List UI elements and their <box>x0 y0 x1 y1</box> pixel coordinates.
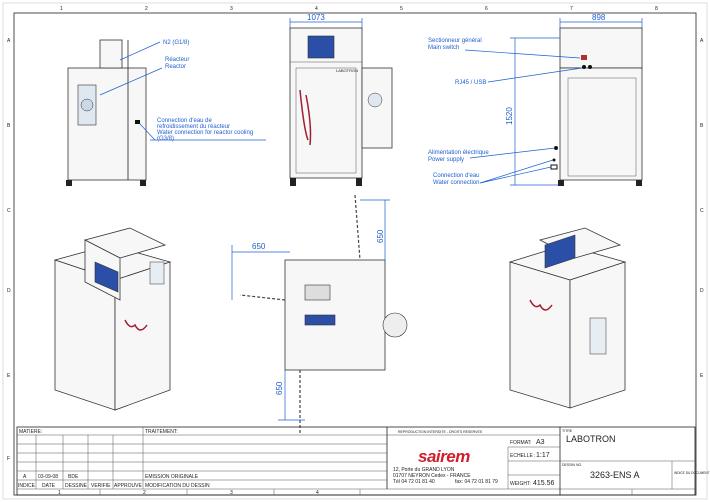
annotation-power-fr: Alimentation électrique <box>428 150 489 156</box>
annotation-n2: N2 (G1/8) <box>163 40 189 46</box>
annotation-water-en: Water connection <box>433 180 479 186</box>
side-view-right <box>464 18 643 186</box>
row-label: B <box>700 123 704 129</box>
annotation-power-en: Power supply <box>428 157 464 163</box>
traitement-label: TRAITEMENT: <box>145 429 178 435</box>
fax: fax: 04 72 01 81 79 <box>455 479 498 485</box>
dimension-top-y2: 650 <box>275 381 284 395</box>
row-label: E <box>7 373 11 379</box>
row-label: A <box>7 38 11 44</box>
row-label: D <box>7 288 11 294</box>
rev-emission: EMISSION ORIGINALE <box>145 474 199 480</box>
header-verifie: VERIFIE <box>91 483 111 489</box>
col-label: 3 <box>230 6 233 12</box>
isometric-view-right <box>508 227 627 409</box>
bottom-col: 3 <box>230 490 233 496</box>
drawing-number: 3263-ENS A <box>590 470 640 480</box>
dimension-front-width: 1073 <box>307 13 325 22</box>
row-label: B <box>7 123 11 129</box>
col-label: 7 <box>570 6 573 12</box>
weight-value: 415.56 <box>533 480 555 487</box>
dimension-top-x: 650 <box>252 242 266 251</box>
row-label: D <box>700 288 704 294</box>
format-value: A3 <box>536 439 545 446</box>
annotation-cooling-1: Connection d'eau de <box>157 118 213 124</box>
address-line-1: 12, Porte du GRAND LYON <box>393 467 455 473</box>
header-indice: INDICE <box>18 483 36 489</box>
reproduction-notice: REPRODUCTION INTERDITE - DROITS RESERVES <box>398 430 483 434</box>
side-view-left <box>66 39 266 186</box>
bottom-col: 1 <box>58 490 61 496</box>
scale-value: 1:17 <box>536 452 550 459</box>
col-label: 1 <box>60 6 63 12</box>
annotation-reactor-en: Reactor <box>165 64 186 70</box>
header-modification: MODIFICATION DU DESSIN <box>145 483 210 489</box>
matiere-label: MATIERE: <box>19 429 42 435</box>
isometric-view-left <box>53 227 172 411</box>
front-view <box>289 18 393 186</box>
col-label: 8 <box>655 6 658 12</box>
col-label: 5 <box>400 6 403 12</box>
annotation-rj45: RJ45 / USB <box>455 80 486 86</box>
sairem-logo: sairem <box>418 447 470 466</box>
annotation-water-fr: Connection d'eau <box>433 173 480 179</box>
col-label: 2 <box>145 6 148 12</box>
col-label: 6 <box>485 6 488 12</box>
phone: Tél 04 72 01 81 40 <box>393 479 435 485</box>
document-index-label: INDICE DU DOCUMENT <box>674 471 710 475</box>
header-approuve: APPROUVE <box>114 483 142 489</box>
annotation-cooling-2: refroidissement du réacteur <box>157 124 230 130</box>
rev-date: 03-09-08 <box>38 474 58 480</box>
row-label: C <box>7 208 11 214</box>
dimension-height: 1520 <box>505 107 514 125</box>
dimension-side-width: 898 <box>592 13 606 22</box>
machine-label: LABOTRON <box>336 68 358 73</box>
address-line-2: 01707 NEYRON Cedex - FRANCE <box>393 473 471 479</box>
dimension-top-y1: 650 <box>376 229 385 243</box>
header-dessine: DESSINE <box>65 483 88 489</box>
top-view <box>231 194 408 435</box>
row-label: F <box>7 456 10 462</box>
annotation-switch-fr: Sectionneur général <box>428 38 482 44</box>
row-label: C <box>700 208 704 214</box>
drawing-number-label: DESSIN NO. <box>562 463 582 467</box>
rev-dessine: BDE <box>68 474 79 480</box>
drawing-title: LABOTRON <box>566 434 616 444</box>
annotation-reactor-fr: Réacteur <box>165 57 189 63</box>
annotation-cooling-4: (G3/8) <box>157 136 174 142</box>
format-label: FORMAT: <box>510 440 532 446</box>
scale-label: ECHELLE : <box>510 453 536 459</box>
bottom-col: 2 <box>143 490 146 496</box>
bottom-col: 4 <box>316 490 319 496</box>
title-block <box>16 426 696 496</box>
annotation-switch-en: Main switch <box>428 45 459 51</box>
row-labels: A B C D E F A B C D E <box>7 38 704 462</box>
annotation-cooling-3: Water connection for reactor cooling <box>157 130 253 136</box>
row-label: E <box>700 373 704 379</box>
col-label: 4 <box>315 6 318 12</box>
column-labels: 1 2 3 4 5 6 7 8 <box>60 6 658 12</box>
row-label: A <box>700 38 704 44</box>
weight-label: WEIGHT: <box>510 481 531 487</box>
rev-indice: A <box>23 474 27 480</box>
title-label: TITRE <box>562 429 573 433</box>
header-date: DATE <box>42 483 56 489</box>
